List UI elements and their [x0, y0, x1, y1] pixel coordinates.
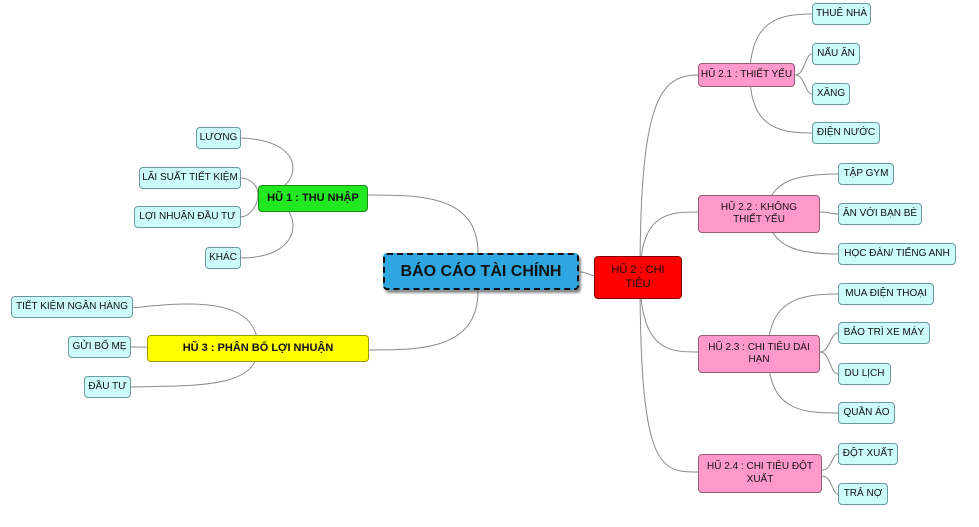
leaf-tap-gym[interactable]: TẬP GYM [838, 163, 894, 185]
leaf-nau-an[interactable]: NẤU ĂN [812, 43, 860, 65]
leaf-tiet-kiem-ngan-hang[interactable]: TIẾT KIỆM NGÂN HÀNG [11, 296, 133, 318]
group-hu23-long-term[interactable]: HŨ 2.3 : CHI TIÊU DÀI HẠN [698, 335, 820, 373]
group-hu22-non-essential[interactable]: HŨ 2.2 : KHÔNG THIẾT YẾU [698, 195, 820, 233]
leaf-dot-xuat[interactable]: ĐỘT XUẤT [838, 443, 898, 465]
branch-hu1-income[interactable]: HŨ 1 : THU NHẬP [258, 185, 368, 212]
leaf-dien-nuoc[interactable]: ĐIỆN NƯỚC [812, 122, 880, 144]
leaf-lai-suat-tiet-kiem[interactable]: LÃI SUẤT TIẾT KIỆM [139, 167, 241, 189]
central-topic[interactable]: BÁO CÁO TÀI CHÍNH [383, 253, 579, 290]
branch-hu2-spending[interactable]: HŨ 2 : CHI TIÊU [594, 256, 682, 299]
leaf-tra-no[interactable]: TRẢ NỢ [838, 483, 888, 505]
leaf-thue-nha[interactable]: THUÊ NHÀ [812, 3, 871, 25]
leaf-gui-bo-me[interactable]: GỬI BỐ MẸ [68, 336, 131, 358]
leaf-loi-nhuan-dau-tu[interactable]: LỢI NHUẬN ĐẦU TƯ [134, 206, 241, 228]
leaf-quan-ao[interactable]: QUẦN ÁO [838, 402, 895, 424]
group-hu24-unexpected[interactable]: HŨ 2.4 : CHI TIÊU ĐỘT XUẤT [698, 454, 822, 493]
leaf-bao-tri-xe-may[interactable]: BẢO TRÌ XE MÁY [838, 322, 930, 344]
leaf-khac[interactable]: KHÁC [205, 247, 241, 269]
leaf-an-voi-ban-be[interactable]: ĂN VỚI BẠN BÈ [838, 203, 922, 225]
leaf-dau-tu[interactable]: ĐẦU TƯ [84, 376, 131, 398]
branch-hu3-profit-allocation[interactable]: HŨ 3 : PHÂN BỔ LỢI NHUẬN [147, 335, 369, 362]
leaf-mua-dien-thoai[interactable]: MUA ĐIỆN THOẠI [838, 283, 934, 305]
leaf-hoc-dan-tieng-anh[interactable]: HỌC ĐÀN/ TIẾNG ANH [838, 243, 956, 265]
leaf-luong[interactable]: LƯƠNG [196, 127, 241, 149]
leaf-du-lich[interactable]: DU LỊCH [838, 363, 891, 385]
group-hu21-essential[interactable]: HŨ 2.1 : THIẾT YẾU [698, 63, 795, 87]
leaf-xang[interactable]: XĂNG [812, 83, 850, 105]
